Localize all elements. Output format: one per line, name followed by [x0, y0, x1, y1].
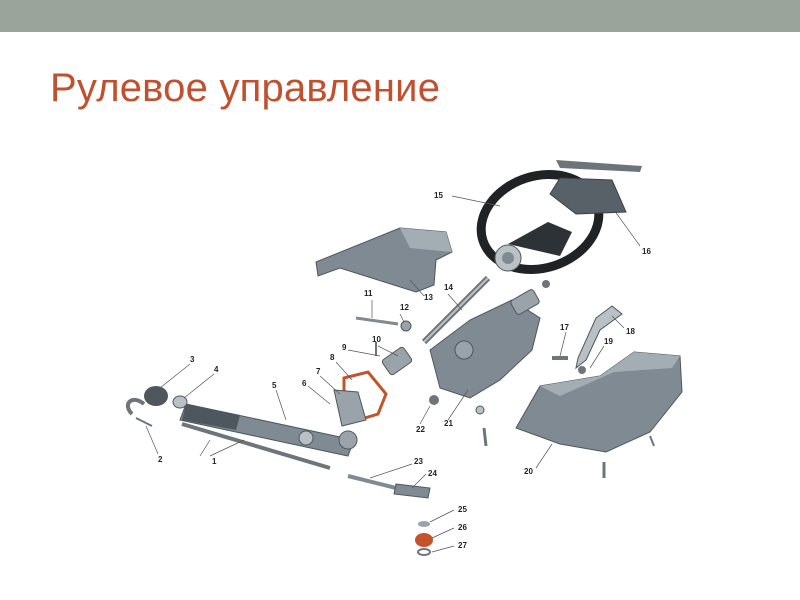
- callout-16: 16: [642, 247, 651, 256]
- callout-8: 8: [330, 353, 335, 362]
- callout-5: 5: [272, 381, 277, 390]
- callout-27: 27: [458, 541, 467, 550]
- callout-23: 23: [414, 457, 423, 466]
- rack-mounts-part: [144, 386, 188, 409]
- callout-4: 4: [214, 365, 219, 374]
- callout-numbers: 1 2 3 4 5 6 7 8 9 10 11 12 13 14 15 16 1…: [158, 191, 651, 550]
- callout-17: 17: [560, 323, 569, 332]
- callout-7: 7: [316, 367, 321, 376]
- leader-lines: [145, 195, 641, 553]
- callout-11: 11: [364, 289, 373, 298]
- callout-25: 25: [458, 505, 467, 514]
- upper-shroud-part: [315, 227, 453, 293]
- steering-wheel-part: [476, 169, 604, 275]
- release-lever-part: [575, 305, 623, 374]
- callout-22: 22: [416, 425, 425, 434]
- callout-15: 15: [434, 191, 443, 200]
- callout-10: 10: [372, 335, 381, 344]
- steering-shaft-part: [421, 275, 491, 345]
- tie-rod-part: [347, 474, 431, 499]
- callout-18: 18: [626, 327, 635, 336]
- steering-rack-part: [179, 403, 358, 470]
- top-band: [0, 0, 800, 32]
- callout-14: 14: [444, 283, 453, 292]
- ball-joint-part: [415, 521, 433, 556]
- boot-part: [333, 389, 367, 427]
- universal-joint-part: [375, 342, 413, 376]
- callout-3: 3: [190, 355, 195, 364]
- callout-19: 19: [604, 337, 613, 346]
- callout-24: 24: [428, 469, 437, 478]
- bolts-11-12-part: [355, 316, 412, 332]
- callout-13: 13: [424, 293, 433, 302]
- washer-part: [475, 405, 485, 415]
- bolt-part: [482, 427, 488, 447]
- horn-trim-part: [549, 160, 642, 215]
- slide-title: Рулевое управление: [50, 66, 441, 110]
- lower-shroud-part: [515, 351, 683, 478]
- callout-26: 26: [458, 523, 467, 532]
- callout-20: 20: [524, 467, 533, 476]
- callout-6: 6: [302, 379, 307, 388]
- callout-12: 12: [400, 303, 409, 312]
- clamp-part: [125, 397, 153, 427]
- callout-9: 9: [342, 343, 347, 352]
- callout-2: 2: [158, 455, 163, 464]
- callout-21: 21: [444, 419, 453, 428]
- column-housing-part: [429, 280, 550, 399]
- callout-1: 1: [212, 457, 217, 466]
- nut-22-part: [429, 395, 439, 405]
